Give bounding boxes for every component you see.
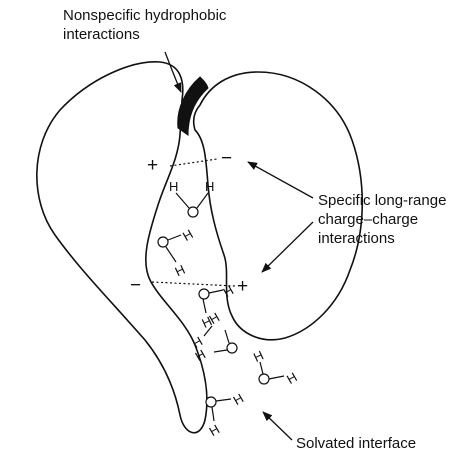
positive-charge-upper: +: [147, 155, 158, 176]
hydrogen-atom: H: [205, 179, 214, 194]
water-molecule: H H: [158, 226, 196, 279]
hydrogen-atom: H: [169, 179, 178, 194]
hydrogen-atom: H: [231, 390, 247, 408]
negative-charge-lower: −: [130, 275, 141, 296]
hydrogen-atom: H: [251, 347, 266, 365]
hydrogen-atom: H: [284, 369, 300, 387]
charge-label-line2: charge–charge: [318, 211, 418, 228]
hydrogen-atom: H: [180, 226, 196, 244]
negative-charge-upper: −: [221, 148, 232, 169]
charge-label-line1: Specific long-range: [318, 192, 446, 209]
hydrogen-atom: H: [193, 346, 209, 364]
hydrogen-atom: H: [173, 262, 188, 280]
lower-charge-arrow: [262, 222, 313, 272]
upper-charge-arrow: [248, 162, 313, 198]
hydrogen-atom: H: [207, 421, 223, 439]
solvated-arrow: [263, 412, 292, 440]
hydrophobic-label-line1: Nonspecific hydrophobic: [63, 7, 227, 24]
hydrogen-atom: H: [221, 282, 237, 300]
upper-charge-interaction-line: [170, 159, 217, 166]
water-molecule: H H: [169, 179, 214, 217]
hydrophobic-label-line2: interactions: [63, 26, 140, 43]
water-molecule: H H: [251, 347, 300, 386]
water-molecule: H H: [206, 390, 246, 439]
charge-label-line3: interactions: [318, 230, 395, 247]
water-molecule: H: [193, 330, 237, 364]
positive-charge-lower: +: [237, 276, 248, 297]
solvated-interface-label: Solvated interface: [296, 435, 416, 452]
